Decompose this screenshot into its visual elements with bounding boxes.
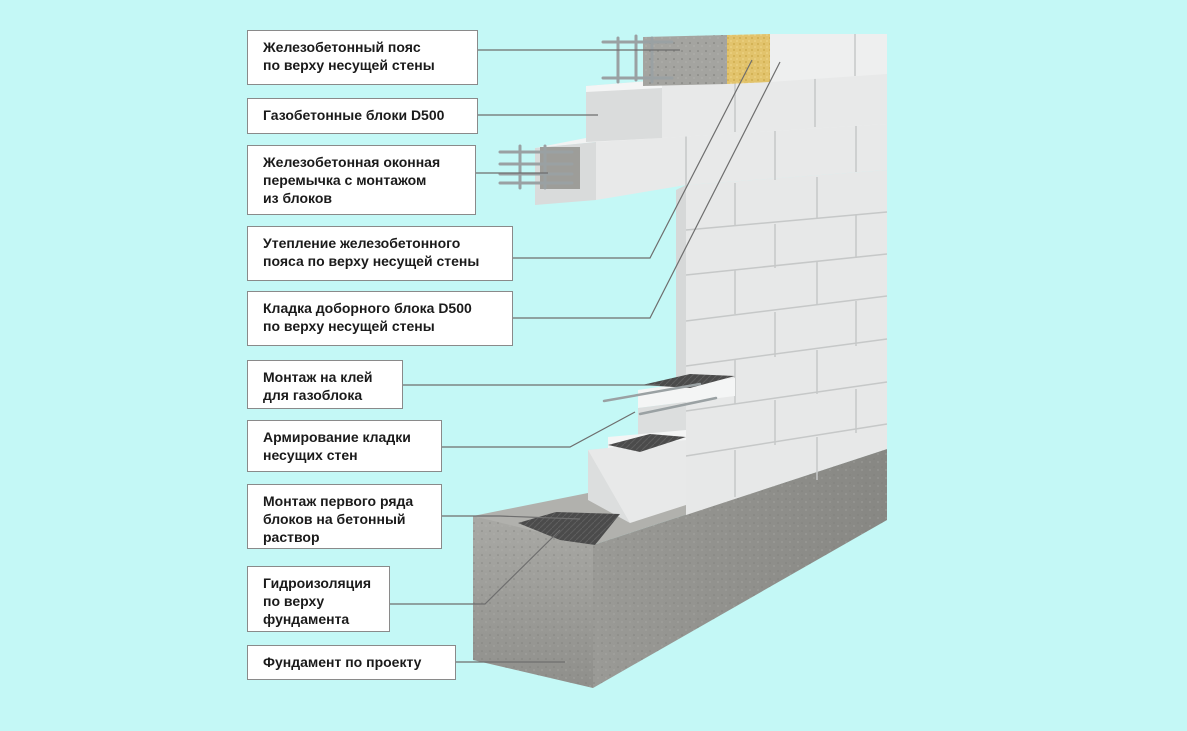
- top-block-front: [586, 80, 662, 142]
- label-lintel: Железобетонная оконная перемычка с монта…: [247, 145, 476, 215]
- label-blocks: Газобетонные блоки D500: [247, 98, 478, 134]
- label-insulation: Утепление железобетонного пояса по верху…: [247, 226, 513, 281]
- leader-filler: [513, 61, 781, 319]
- label-rebar: Армирование кладки несущих стен: [247, 420, 442, 472]
- leader-rebar: [441, 411, 636, 448]
- aerated-block-wall: [676, 170, 888, 515]
- glue-strip-lower: [608, 434, 686, 452]
- belt-rebar: [601, 34, 674, 84]
- leader-first-row: [441, 515, 581, 520]
- lintel-rebar: [498, 144, 574, 190]
- waterproof-membrane: [518, 512, 620, 545]
- leader-insulation: [513, 59, 753, 259]
- label-first-row: Монтаж первого ряда блоков на бетонный р…: [247, 484, 442, 549]
- label-foundation: Фундамент по проекту: [247, 645, 456, 680]
- stepped-blocks: [518, 374, 735, 545]
- wall-jamb: [676, 185, 686, 423]
- leader-lines: [389, 49, 781, 663]
- belt-insulation: [727, 34, 770, 84]
- label-belt: Железобетонный пояс по верху несущей сте…: [247, 30, 478, 85]
- top-row: [586, 34, 887, 142]
- wall-joints: [685, 177, 888, 497]
- wall-right-face: [686, 170, 887, 515]
- leader-waterproof: [389, 529, 561, 605]
- label-waterproof: Гидроизоляция по верху фундамента: [247, 566, 390, 632]
- label-glue: Монтаж на клей для газоблока: [247, 360, 403, 409]
- filler-block: [770, 34, 887, 82]
- glue-strip-upper: [642, 374, 735, 388]
- label-filler: Кладка доборного блока D500 по верху нес…: [247, 291, 513, 346]
- masonry-rebar: [602, 382, 718, 416]
